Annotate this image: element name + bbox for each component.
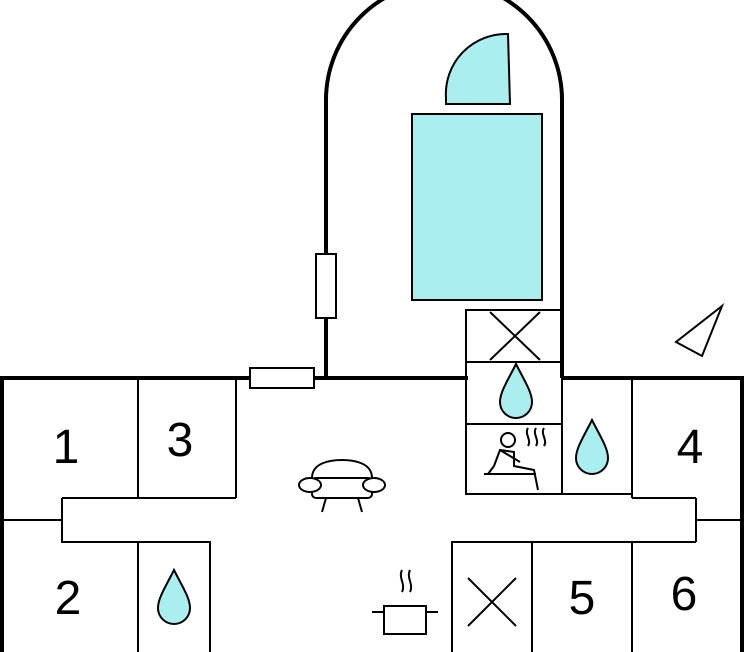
- bathroom-drop-icon: [498, 361, 534, 419]
- pool-icon: [411, 113, 543, 301]
- compass-north-arrow-icon: [674, 302, 725, 358]
- room-label-4: 4: [677, 421, 704, 474]
- storage-x-icon: [489, 311, 541, 361]
- bathroom-drop-icon: [574, 417, 610, 475]
- sauna-icon: [484, 427, 547, 491]
- room-label-6: 6: [671, 568, 698, 621]
- room-labels: 1 2 3 4 5 6: [53, 414, 704, 625]
- interior-walls: [2, 309, 742, 652]
- door-swing-icon: [444, 32, 512, 105]
- storage-x-icon: [467, 577, 517, 627]
- room-label-5: 5: [569, 572, 596, 625]
- bathroom-drop-icon: [156, 567, 192, 625]
- room-label-1: 1: [53, 421, 80, 474]
- room-label-2: 2: [55, 572, 82, 625]
- room-label-3: 3: [167, 414, 194, 467]
- window-icon: [249, 253, 337, 389]
- kitchen-pot-icon: [372, 569, 438, 635]
- sofa-icon: [298, 458, 386, 513]
